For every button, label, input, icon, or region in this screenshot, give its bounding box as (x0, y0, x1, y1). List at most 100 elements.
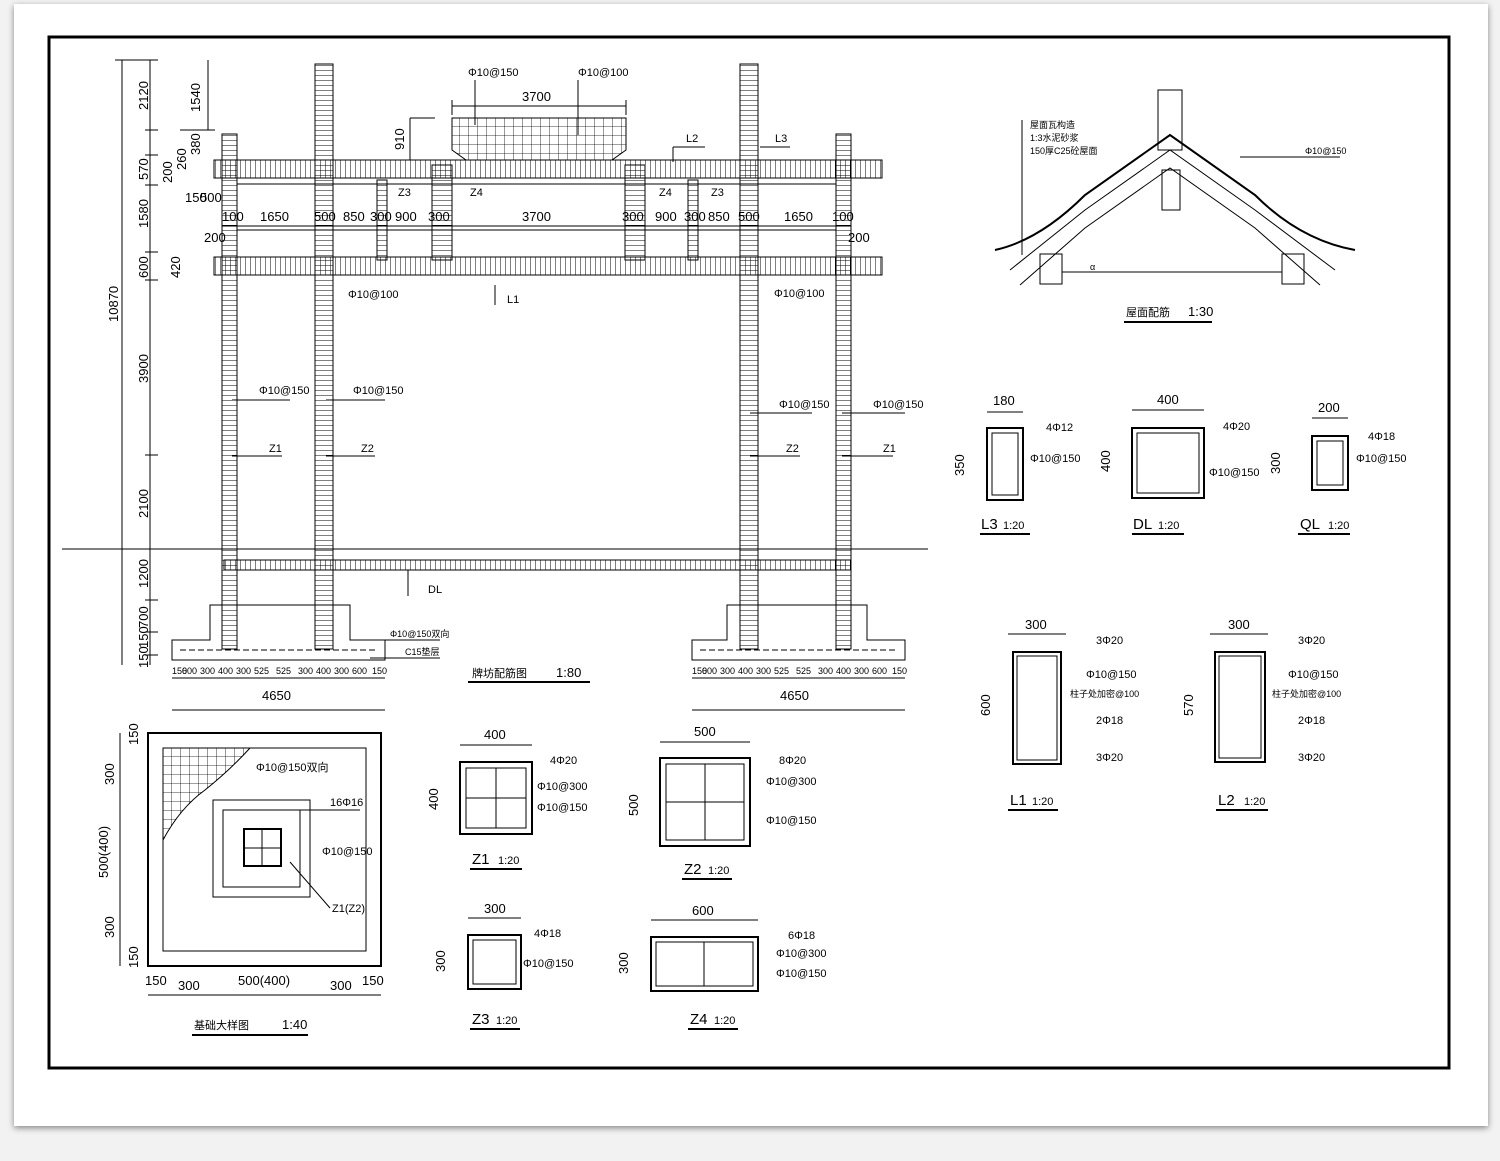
label-z2-right: Z2 (786, 443, 799, 455)
dl-width: 400 (1157, 392, 1179, 407)
dim-rb-300: 300 (720, 666, 735, 676)
z2-height: 500 (626, 794, 641, 816)
ql-stirrup: Φ10@150 (1356, 453, 1407, 465)
foundation-mesh (162, 747, 252, 841)
z3-s1: Φ10@150 (523, 958, 574, 970)
label-l3: L3 (775, 133, 787, 145)
z4-s2: Φ10@150 (776, 968, 827, 980)
dim-b-300c: 300 (298, 666, 313, 676)
dim-rb-600b: 600 (872, 666, 887, 676)
label-phi-footing: Φ10@150双向 (390, 628, 449, 639)
dim-rb-600: 600 (702, 666, 717, 676)
roof-note-3: 150厚C25砼屋面 (1030, 145, 1098, 156)
l3-bars: 4Φ12 (1046, 422, 1073, 434)
z3-width: 300 (484, 901, 506, 916)
drawing-canvas: 2120 570 1580 600 3900 2100 1200 700 150… (47, 35, 1451, 1070)
l2-bottom: 3Φ20 (1298, 752, 1325, 764)
dim-b-525: 525 (254, 666, 269, 676)
dim-rb-300d: 300 (854, 666, 869, 676)
elevation-title: 牌坊配筋图 (472, 666, 527, 680)
z1-bars: 4Φ20 (550, 755, 577, 767)
section-dl: 400 400 4Φ20 Φ10@150 DL 1:20 (1098, 392, 1260, 535)
dim-b-525b: 525 (276, 666, 291, 676)
ground-beam-dl (223, 559, 852, 571)
fd-v-300b: 300 (102, 916, 117, 938)
fd-v-150b: 150 (126, 946, 141, 968)
dim-h-900-right: 900 (655, 209, 677, 224)
ql-width: 200 (1318, 400, 1340, 415)
l3-scale: 1:20 (1003, 520, 1024, 532)
z4-scale: 1:20 (714, 1015, 735, 1027)
fd-v-300a: 300 (102, 763, 117, 785)
fd-v-150a: 150 (126, 723, 141, 745)
dim-h-300-a: 300 (370, 209, 392, 224)
roof-note-2: 1:3水泥砂浆 (1030, 132, 1079, 143)
label-phi-l1-left: Φ10@100 (348, 289, 399, 301)
dim-3900: 3900 (136, 354, 151, 383)
l1-name: L1 (1010, 792, 1027, 809)
l1-scale: 1:20 (1032, 796, 1053, 808)
dim-1580: 1580 (136, 199, 151, 228)
l2-note: 柱子处加密@100 (1272, 688, 1341, 699)
foundation-scale: 1:40 (282, 1017, 307, 1032)
fd-v-500: 500(400) (96, 826, 111, 878)
z1-width: 400 (484, 727, 506, 742)
dim-570: 570 (136, 158, 151, 180)
dim-420: 420 (168, 256, 183, 278)
l1-top: 3Φ20 (1096, 635, 1123, 647)
dim-b-300b: 300 (236, 666, 251, 676)
dim-h-1650-left: 1650 (260, 209, 289, 224)
dim-h-900-left: 900 (395, 209, 417, 224)
z2-scale: 1:20 (708, 865, 729, 877)
l1-mid: 2Φ18 (1096, 715, 1123, 727)
dim-rb-400b: 400 (836, 666, 851, 676)
section-l3: 180 350 4Φ12 Φ10@150 L3 1:20 (952, 393, 1081, 535)
elevation-scale: 1:80 (556, 665, 581, 680)
roof-alpha: α (1090, 262, 1095, 272)
l1-stirrup: Φ10@150 (1086, 669, 1137, 681)
dim-b-300: 300 (200, 666, 215, 676)
foundation-title: 基础大样图 (194, 1018, 249, 1032)
z2-width: 500 (694, 724, 716, 739)
dim-150: 150 (185, 190, 207, 205)
label-phi-top-right: Φ10@100 (578, 67, 629, 79)
z3-height: 300 (433, 950, 448, 972)
dim-600: 600 (136, 256, 151, 278)
dim-h-1650-right: 1650 (784, 209, 813, 224)
elevation-view: 2120 570 1580 600 3900 2100 1200 700 150… (62, 59, 928, 711)
section-l1: 300 600 3Φ20 Φ10@150 柱子处加密@100 2Φ18 3Φ20… (978, 617, 1139, 811)
fd-h-500: 500(400) (238, 973, 290, 988)
l1-note: 柱子处加密@100 (1070, 688, 1139, 699)
l2-height: 570 (1181, 694, 1196, 716)
dl-name: DL (1133, 516, 1152, 533)
l2-width: 300 (1228, 617, 1250, 632)
foundation-outline (147, 732, 382, 967)
label-phi-z2-right: Φ10@150 (779, 399, 830, 411)
section-ql: 200 300 4Φ18 Φ10@150 QL 1:20 (1268, 400, 1407, 535)
fd-h-150a: 150 (145, 973, 167, 988)
l2-top: 3Φ20 (1298, 635, 1325, 647)
label-phi-z1-right: Φ10@150 (873, 399, 924, 411)
dim-footing-4650-left: 4650 (262, 688, 291, 703)
foundation-mesh-label: Φ10@150双向 (256, 760, 329, 774)
fd-h-150b: 150 (362, 973, 384, 988)
dim-910: 910 (392, 128, 407, 150)
dim-rb-400: 400 (738, 666, 753, 676)
dim-b-400b: 400 (316, 666, 331, 676)
foundation-col: Z1(Z2) (332, 903, 365, 915)
z4-s1: Φ10@300 (776, 948, 827, 960)
l3-height: 350 (952, 454, 967, 476)
dim-h-500-left: 500 (314, 209, 336, 224)
l1-height: 600 (978, 694, 993, 716)
label-z1-right: Z1 (883, 443, 896, 455)
z2-s1: Φ10@300 (766, 776, 817, 788)
dl-stirrup: Φ10@150 (1209, 467, 1260, 479)
roof-note-1: 屋面瓦构造 (1030, 119, 1075, 130)
beam-l1 (213, 256, 883, 276)
fd-h-300a: 300 (178, 978, 200, 993)
dim-h-850-left: 850 (343, 209, 365, 224)
ql-scale: 1:20 (1328, 520, 1349, 532)
dim-b-400: 400 (218, 666, 233, 676)
top-panel (451, 117, 627, 161)
section-z2: 500 500 8Φ20 Φ10@300 Φ10@150 Z2 1:20 (626, 724, 817, 880)
